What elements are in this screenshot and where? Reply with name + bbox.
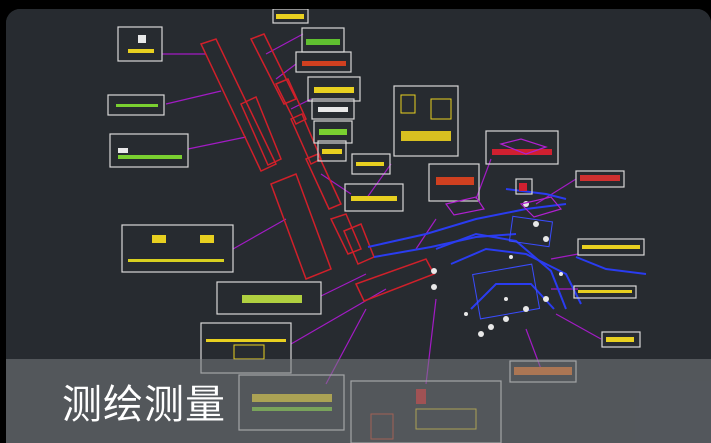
- card-caption: 测绘测量: [62, 382, 226, 428]
- category-card[interactable]: 测绘测量: [6, 9, 711, 443]
- caption-overlay: [6, 359, 711, 443]
